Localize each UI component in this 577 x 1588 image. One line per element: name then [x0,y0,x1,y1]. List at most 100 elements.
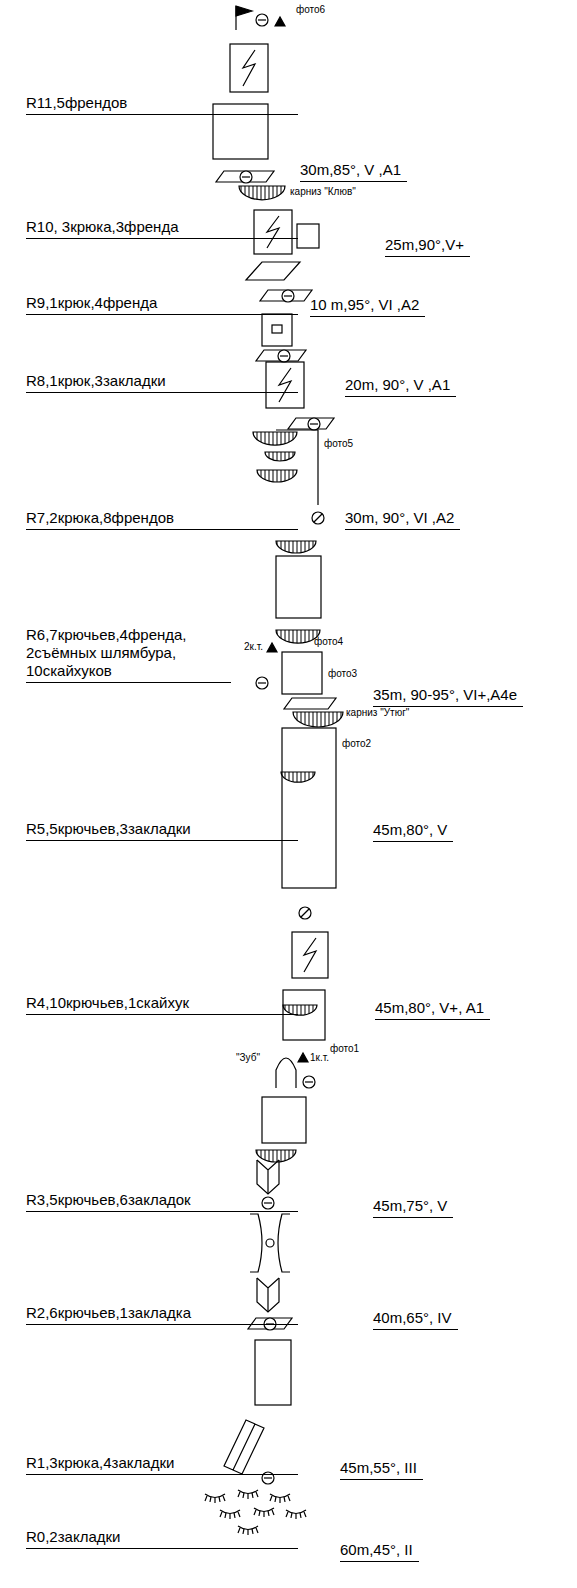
dihedral-symbol [257,1278,279,1312]
section-box [230,44,268,92]
grass-tick [291,1513,292,1518]
ramp-symbol [246,262,300,280]
belay-station [282,290,294,302]
overhang-symbol [281,772,315,782]
overhang-symbol [276,541,316,553]
grass-tick [275,1497,276,1502]
pitch-gear-label: R1,3крюка,4закладки [26,1454,298,1475]
grass-tick [229,1514,230,1520]
dihedral-symbol [224,1420,264,1474]
grass-tick [268,1511,269,1516]
belay-station-mark [264,1202,272,1203]
bivouac-mark-slash [301,909,309,917]
note-label: фото4 [314,636,343,648]
grass-tick [210,1497,211,1502]
belay-station [264,1318,276,1330]
grass-tick [259,1511,260,1516]
grass-tick [243,1493,244,1498]
ledge-symbol [284,698,336,709]
pitch-grade-label: 20m, 90°, V ,A1 [345,376,456,397]
grass-tick [252,1529,253,1534]
note-label: карниз "Клюв" [290,186,356,198]
pitch-gear-label: R2,6крючьев,1закладка [26,1304,298,1325]
crack-zigzag [267,216,279,248]
note-label: карниз "Утюг" [346,707,409,719]
grass-tick [279,1498,280,1504]
overhang-symbol [257,470,297,482]
pitch-grade-label: 35m, 90-95°, VI+,A4e [373,686,523,707]
note-label: 2к.т. [244,641,263,653]
grass-symbol [286,1510,306,1514]
note-label: 1к.т. [310,1052,329,1064]
grass-tick [247,1494,248,1500]
dihedral-symbol [257,1278,279,1312]
belay-station [262,1472,274,1484]
chimney-symbol [278,1214,290,1272]
grass-symbol [270,1494,290,1498]
grass-tick [272,1510,274,1515]
section-box [213,104,268,159]
belay-station-mark [284,295,292,296]
chimney-symbol [250,1214,262,1272]
overhang-symbol [239,186,285,200]
overhang-symbol [283,1005,317,1015]
bivouac-mark [312,512,324,524]
crack-zigzag [304,938,316,972]
dihedral-symbol [257,1160,279,1194]
overhang-symbol [253,432,297,445]
ledge-symbol [216,171,274,182]
section-box [282,728,336,888]
section-box [266,362,304,408]
pitch-gear-label: R10, 3крюка,3френда [26,218,298,239]
grass-symbol [205,1494,225,1498]
section-box [276,430,318,505]
grass-tick [304,1512,306,1517]
belay-station [303,1076,315,1088]
belay-station [240,171,252,183]
grass-tick [263,1512,264,1518]
pitch-grade-label: 60m,45°, II [340,1541,419,1562]
belay-station [256,677,268,689]
tooth-symbol [276,1058,296,1088]
grass-tick [256,1492,258,1497]
grass-tick [284,1497,285,1502]
pitch-gear-label: R8,1крюк,3закладки [26,372,298,393]
grass-tick [270,1496,272,1501]
bivouac-mark [299,907,311,919]
ledge-symbol [256,350,306,361]
note-label: фото5 [324,438,353,450]
grass-tick [238,1492,240,1497]
section-box [272,325,282,333]
overhang-symbol [276,630,320,643]
pitch-grade-label: 30m,85°, V ,A1 [300,161,407,182]
control-point-mark [267,643,277,652]
section-box [292,932,328,978]
overhang-symbol [293,712,343,727]
grass-tick [243,1529,244,1534]
summit-flag [236,6,252,16]
pitch-gear-label: R7,2крюка,8френдов [26,509,298,530]
pitch-gear-label: R6,7крючьев,4френда, 2съёмных шлямбура, … [26,626,231,683]
overhang-symbol [265,452,295,461]
control-point-mark [275,17,285,26]
pitch-gear-label: R3,5крючьев,6закладок [26,1191,298,1212]
section-box [276,556,321,618]
grass-symbol [254,1508,274,1512]
grass-tick [238,1512,240,1517]
dihedral-symbol [257,1160,279,1194]
grass-tick [205,1496,207,1501]
pitch-grade-label: 45m,80°, V [373,821,453,842]
belay-station-mark [242,176,250,177]
pitch-gear-label: R4,10крючьев,1скайхук [26,994,298,1015]
grass-tick [234,1513,235,1518]
note-label: фото3 [328,668,357,680]
grass-tick [286,1512,288,1517]
section-box [254,210,292,254]
pitch-gear-label: R5,5крючьев,3закладки [26,820,298,841]
crack-zigzag [243,50,255,86]
ledge-symbol [288,418,334,429]
belay-station-mark [280,355,288,356]
grass-tick [238,1528,240,1533]
section-box [283,990,325,1040]
crack-zigzag [279,368,291,402]
